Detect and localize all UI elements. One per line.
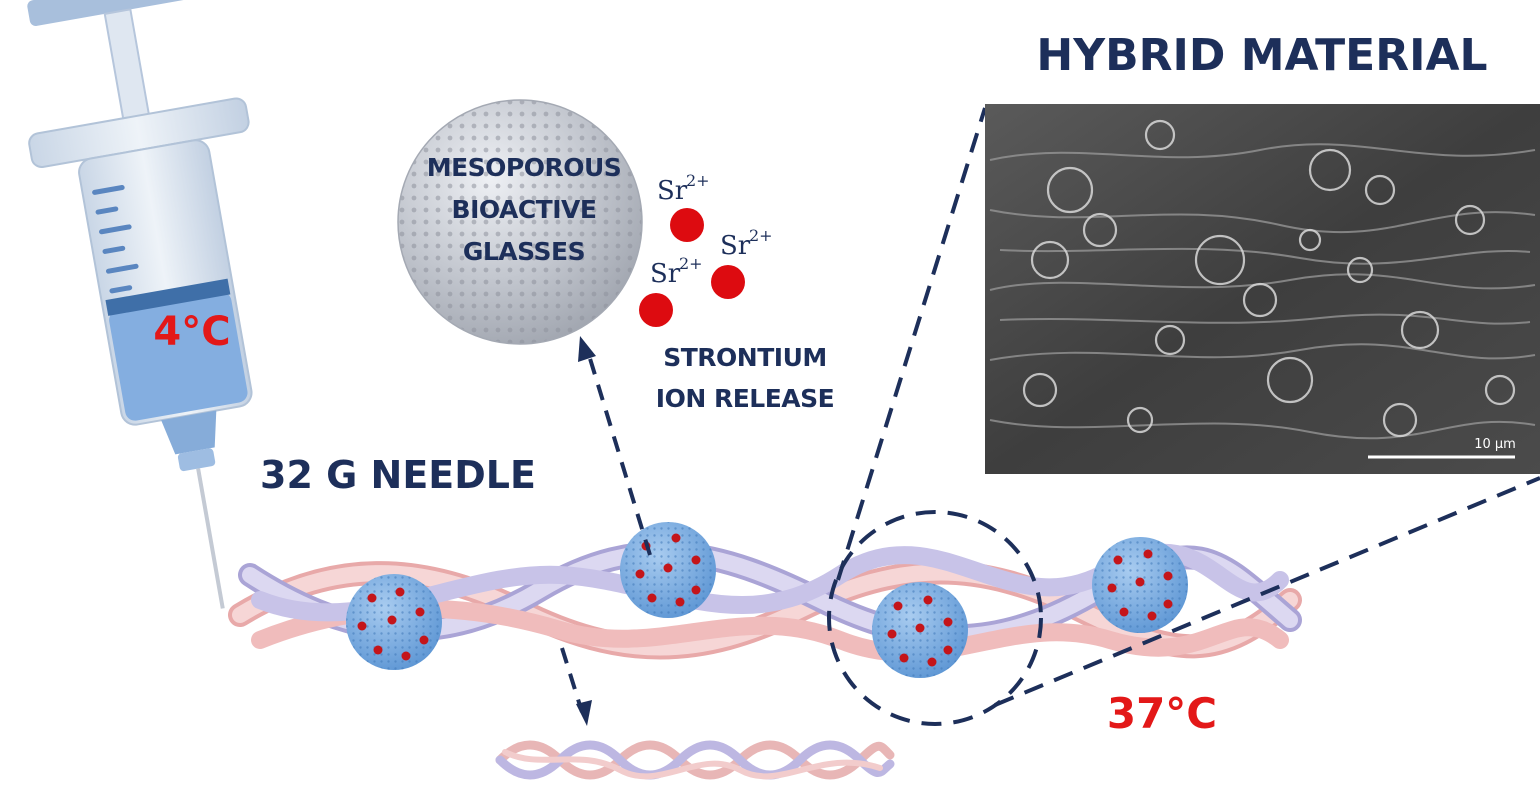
particle-2 [620, 522, 716, 618]
fiber-strand-pink-2 [251, 599, 1289, 662]
particle-3 [872, 582, 968, 678]
fiber-strand-pink-core [232, 564, 1298, 656]
syringe-plunger-seal [105, 278, 231, 316]
sr-ion-2: Sr 2+ [711, 226, 773, 299]
release-label-line2: ION RELEASE [656, 384, 834, 413]
scale-bar-label: 10 µm [1474, 437, 1516, 452]
needle-label: 32 G NEEDLE [260, 453, 536, 497]
needle [196, 468, 225, 609]
mbg-label-line3: GLASSES [463, 237, 585, 266]
syringe-tip [161, 410, 217, 455]
sr-ion-3: Sr 2+ [639, 254, 703, 327]
temp-body-label: 37°C [1107, 689, 1217, 738]
syringe-liquid [109, 291, 248, 421]
arrow-to-mbg-head [578, 336, 596, 362]
svg-text:2+: 2+ [686, 171, 710, 190]
mbg-label-line2: BIOACTIVE [452, 195, 597, 224]
particle-4 [1092, 537, 1188, 633]
sem-texture [989, 143, 1536, 440]
syringe-plunger-rod [103, 8, 151, 124]
syringe [27, 0, 253, 609]
arrow-to-small-fiber-head [576, 700, 592, 726]
arrow-to-mbg [586, 351, 652, 556]
syringe-plunger-head [27, 0, 198, 26]
svg-text:2+: 2+ [749, 226, 773, 245]
particle-1 [346, 574, 442, 670]
svg-text:Sr: Sr [657, 176, 688, 206]
sem-bumps [1022, 119, 1516, 438]
sr-ion-1: Sr 2+ [657, 171, 710, 242]
syringe-graduations [92, 185, 139, 294]
zoom-circle [827, 510, 1043, 726]
zoom-lines [836, 107, 1540, 707]
temp-cold-label: 4°C [153, 309, 230, 355]
svg-text:2+: 2+ [679, 254, 703, 273]
svg-text:Sr: Sr [650, 259, 681, 289]
hybrid-material-title: HYBRID MATERIAL [1036, 30, 1487, 81]
sem-image: 10 µm [985, 104, 1540, 474]
release-label-line1: STRONTIUM [663, 343, 827, 372]
svg-text:Sr: Sr [720, 231, 751, 261]
fiber-small [495, 740, 895, 780]
mbg-sphere [397, 99, 643, 345]
syringe-hub [177, 448, 216, 472]
mbg-label-line1: MESOPOROUS [427, 153, 622, 182]
arrow-to-small-fiber [560, 647, 584, 713]
